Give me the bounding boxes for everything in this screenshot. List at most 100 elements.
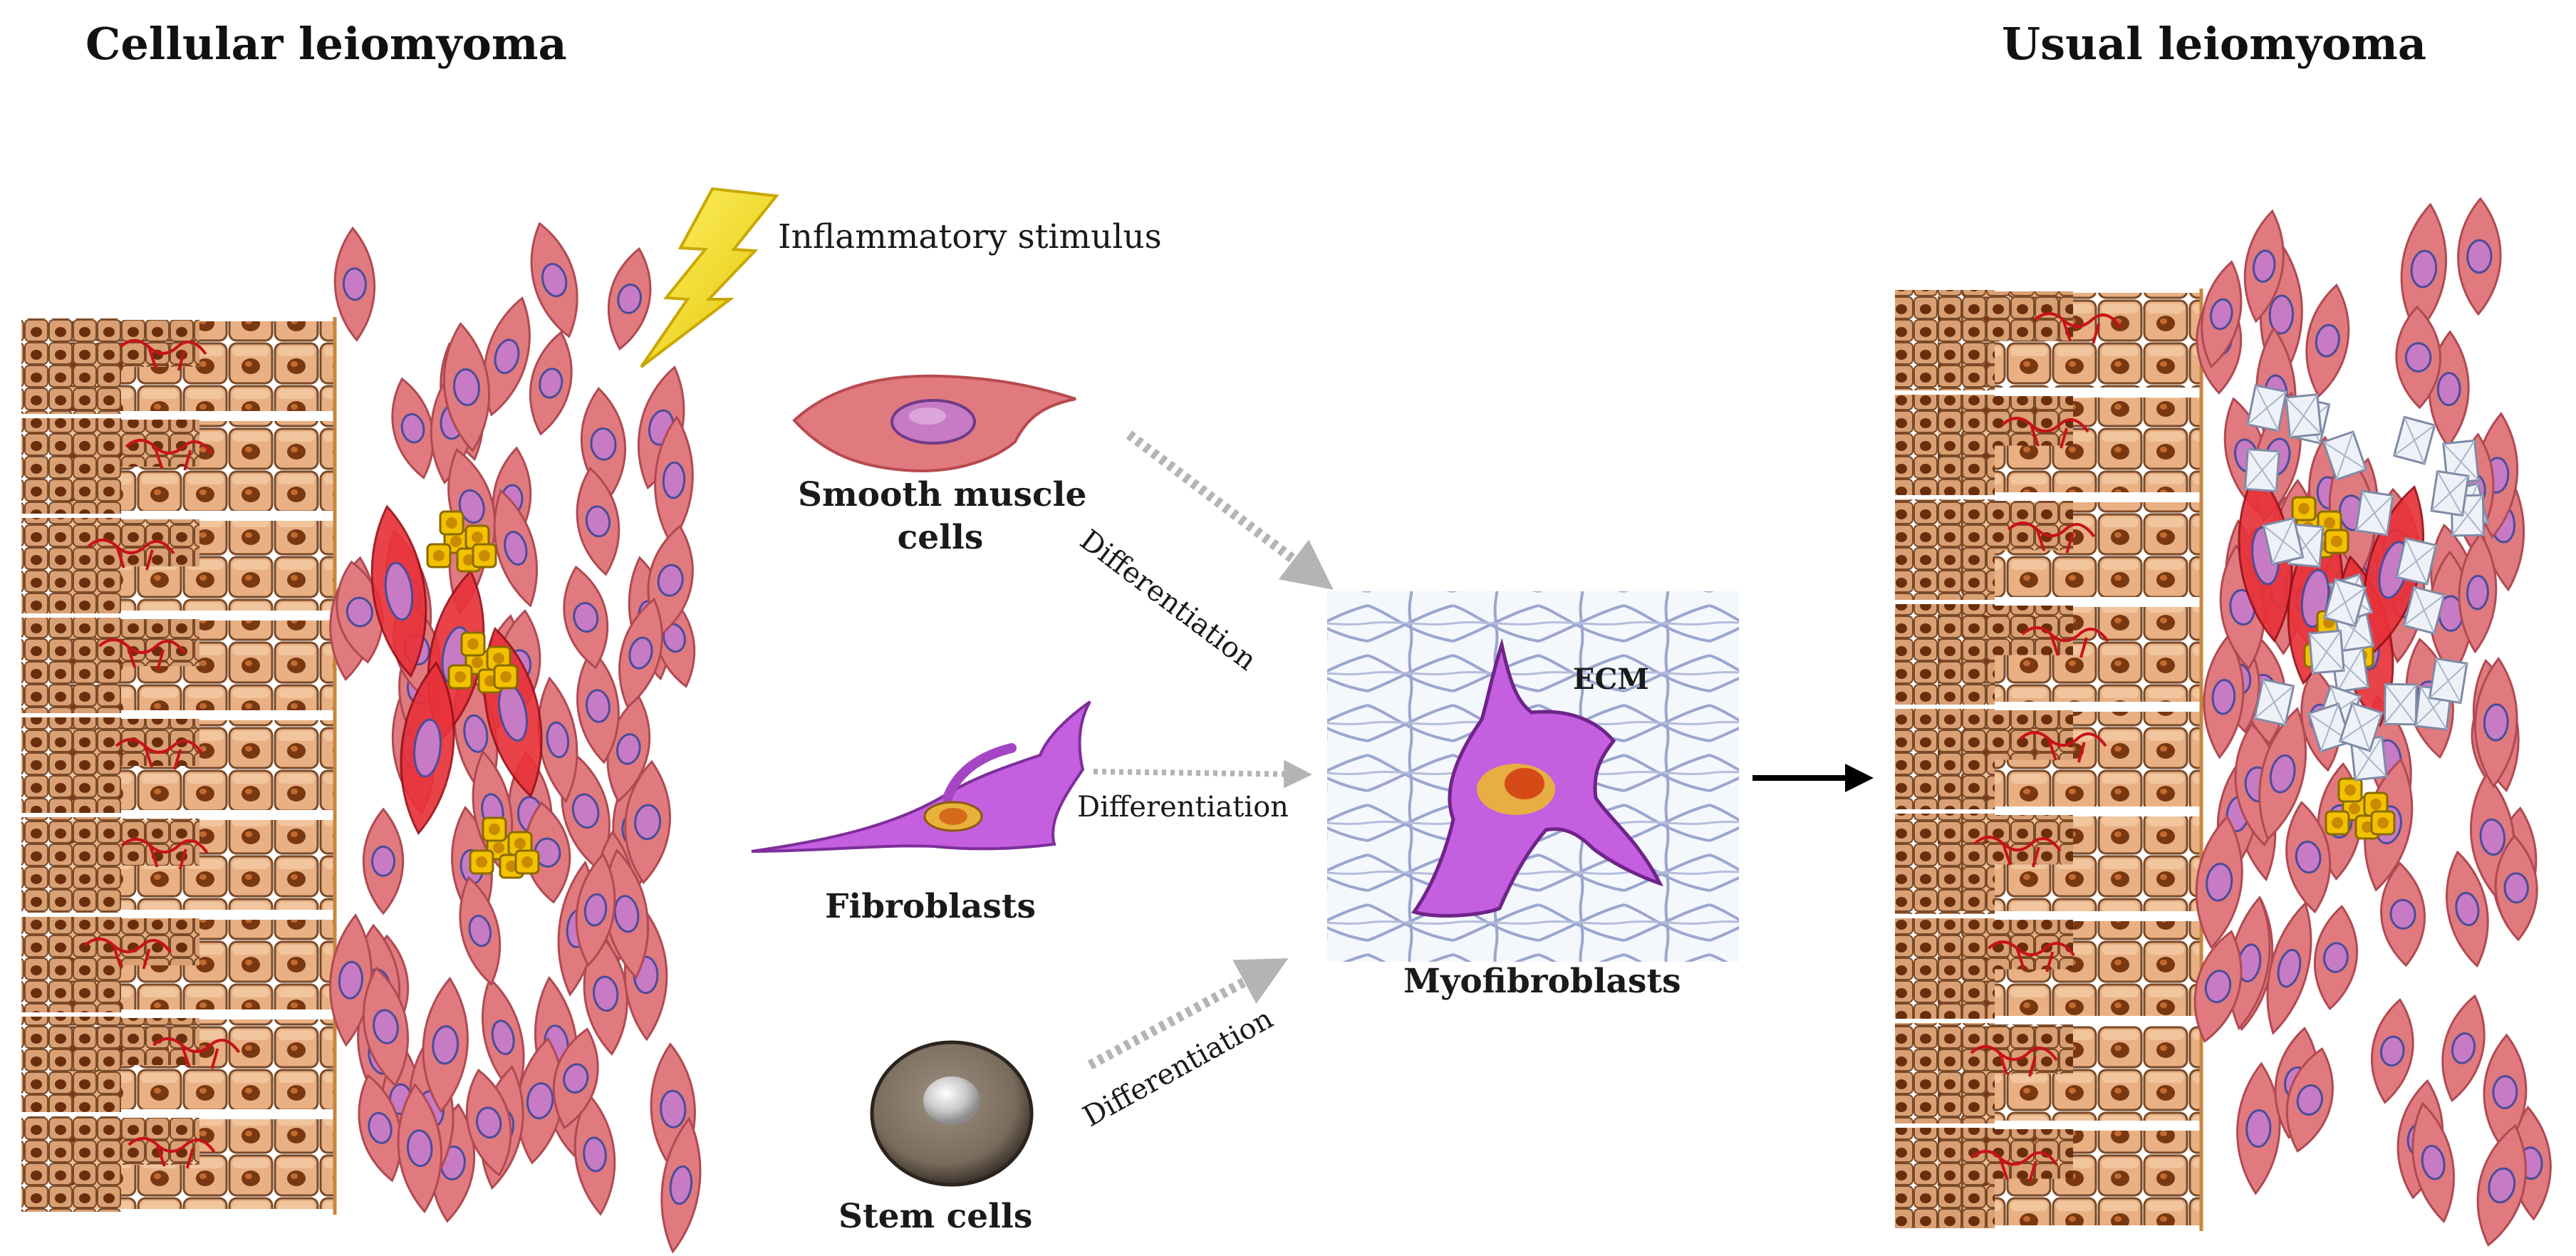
differentiation-arrow-middle [1093, 759, 1312, 789]
cellular-leiomyoma-activated-cells [370, 504, 543, 879]
collagen-block [2428, 657, 2468, 705]
stem-cells-label: Stem cells [838, 1197, 1033, 1236]
spindle-cell [2193, 930, 2243, 1043]
fibroblast-icon [751, 700, 1091, 853]
collagen-block [2253, 678, 2295, 727]
spindle-cell [2305, 283, 2350, 398]
spindle-cell [2228, 896, 2271, 1031]
spindle-cell [2441, 994, 2486, 1103]
spindle-cell [329, 913, 373, 1047]
cellular-leiomyoma-tile-rows [21, 317, 337, 1215]
activated-cell [400, 661, 455, 835]
spindle-cell [2236, 1062, 2281, 1195]
tile-row [21, 417, 337, 517]
tile-row [1895, 812, 2203, 917]
myofibroblast-icon [1411, 638, 1663, 918]
spindle-cell [2457, 197, 2502, 316]
spindle-cell [2411, 1101, 2455, 1223]
spindle-cell [660, 1116, 702, 1254]
spindle-cell [2446, 850, 2489, 968]
tile-row [21, 1115, 337, 1215]
tile-row [21, 1015, 337, 1115]
spindle-cell [576, 648, 620, 764]
yellow-cluster [447, 631, 519, 694]
tile-row [1895, 289, 2203, 393]
collagen-deposits [2243, 384, 2489, 782]
spindle-cell [2313, 905, 2359, 1011]
spindle-cell [2380, 861, 2426, 967]
collagen-block [2338, 702, 2384, 752]
yellow-cluster [2325, 777, 2396, 840]
tile-row [21, 915, 337, 1015]
cellular-leiomyoma-spindle-cells [329, 222, 702, 1254]
spindle-cell [2494, 834, 2538, 942]
yellow-cluster [426, 510, 497, 573]
spindle-cell [459, 876, 502, 986]
myofibroblasts-label: Myofibroblasts [1403, 962, 1681, 1001]
spindle-cell [442, 321, 490, 453]
title-cellular-leiomyoma: Cellular leiomyoma [85, 18, 567, 70]
spindle-cell [422, 977, 469, 1114]
yellow-cluster [469, 816, 540, 879]
ecm-label: ECM [1573, 663, 1649, 696]
tile-row [21, 616, 337, 716]
tile-row [21, 816, 337, 915]
spindle-cell [333, 226, 376, 342]
spindle-cell [618, 597, 663, 709]
tile-row [21, 716, 337, 816]
spindle-cell [362, 966, 409, 1087]
tile-row [1895, 393, 2203, 498]
spindle-cell [604, 848, 650, 980]
tile-row [1895, 917, 2203, 1022]
activated-cell [370, 504, 427, 678]
inflammatory-stimulus-label: Inflammatory stimulus [778, 217, 1162, 256]
spindle-cell [530, 222, 578, 338]
title-usual-leiomyoma: Usual leiomyoma [2002, 18, 2427, 70]
spindle-cell [336, 560, 384, 664]
spindle-cell [2371, 998, 2414, 1104]
spindle-cell [563, 565, 609, 670]
spindle-cell [654, 415, 694, 546]
collagen-block [2430, 469, 2470, 517]
spindle-cell [2201, 260, 2243, 369]
spindle-cell [397, 1083, 442, 1214]
spindle-cell [573, 1093, 616, 1216]
collagen-block [2395, 536, 2438, 586]
spindle-cell [2258, 707, 2307, 841]
tile-row [1895, 1022, 2203, 1126]
spindle-cell [2483, 1033, 2528, 1151]
spindle-cell [2243, 209, 2285, 323]
spindle-cell [2266, 901, 2312, 1035]
collagen-block [2246, 384, 2288, 432]
spindle-cell [2285, 1047, 2334, 1153]
smooth-muscle-label: Smooth muscle cells [798, 474, 1086, 559]
spindle-cell [2195, 815, 2243, 950]
smooth-muscle-cell-icon [792, 374, 1076, 472]
collagen-block [2392, 415, 2436, 465]
collagen-block [2323, 578, 2367, 628]
differentiation-arrow-top [1126, 430, 1334, 590]
tile-row [1895, 498, 2203, 603]
stem-cell-icon [870, 1040, 1034, 1187]
fibroblasts-label: Fibroblasts [825, 887, 1036, 926]
tile-row [1895, 707, 2203, 812]
collagen-block [2308, 629, 2345, 675]
spindle-cell [2458, 531, 2498, 654]
spindle-cell [583, 931, 628, 1056]
usual-leiomyoma-tile-rows [1895, 289, 2203, 1231]
spindle-cell [529, 331, 573, 436]
spindle-cell [575, 852, 616, 967]
spindle-cell [362, 807, 405, 915]
spindle-cell [483, 296, 531, 417]
spindle-cell [607, 246, 652, 351]
tile-row [1895, 1126, 2203, 1231]
smooth-muscle-label-line2: cells [897, 518, 984, 557]
collagen-block [2285, 393, 2323, 439]
collagen-block [2354, 489, 2394, 536]
spindle-cell [2476, 1123, 2527, 1247]
spindle-cell [576, 467, 620, 576]
spindle-cell [391, 377, 435, 479]
spindle-cell [2203, 634, 2245, 759]
